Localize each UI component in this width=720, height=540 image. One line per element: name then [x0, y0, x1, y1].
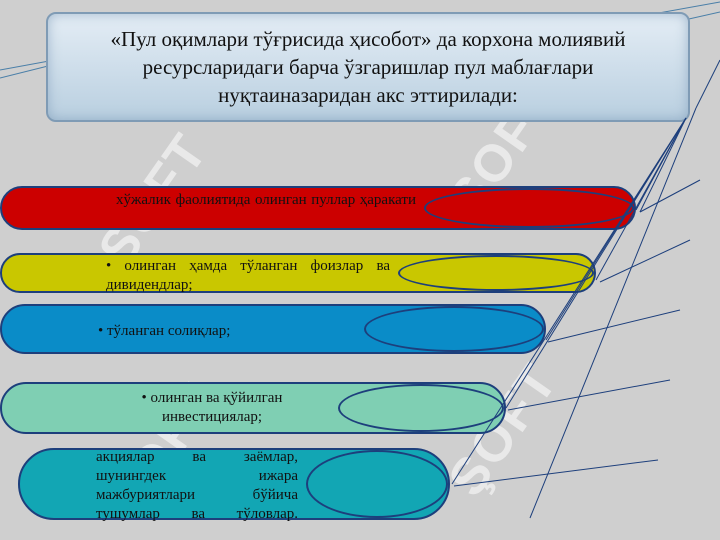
item-bar-2 — [0, 253, 596, 293]
item-bar-4 — [0, 382, 506, 434]
item-text-1: хўжалик фаолиятида олинган пуллар ҳарака… — [116, 192, 416, 208]
item-text-3: • тўланган солиқлар; — [98, 323, 231, 339]
item-oval-5 — [306, 450, 448, 518]
item-text-2: • олинган ҳамда тўланган фоизлар ва диви… — [106, 258, 390, 293]
item-text-4: • олинган ва қўйилган инвестициялар; — [141, 390, 283, 425]
item-oval-4 — [338, 384, 504, 432]
item-oval-1 — [424, 188, 634, 228]
item-text-5: акциялар ва заёмлар, шунингдек ижара маж… — [96, 449, 298, 522]
item-oval-3 — [364, 306, 544, 352]
item-bar-1 — [0, 186, 636, 230]
slide-title-box: «Пул оқимлари тўғрисида ҳисобот» да корх… — [46, 12, 690, 122]
slide-title: «Пул оқимлари тўғрисида ҳисобот» да корх… — [110, 27, 626, 107]
item-bar-3 — [0, 304, 546, 354]
item-bar-5 — [18, 448, 450, 520]
item-oval-2 — [398, 255, 594, 291]
